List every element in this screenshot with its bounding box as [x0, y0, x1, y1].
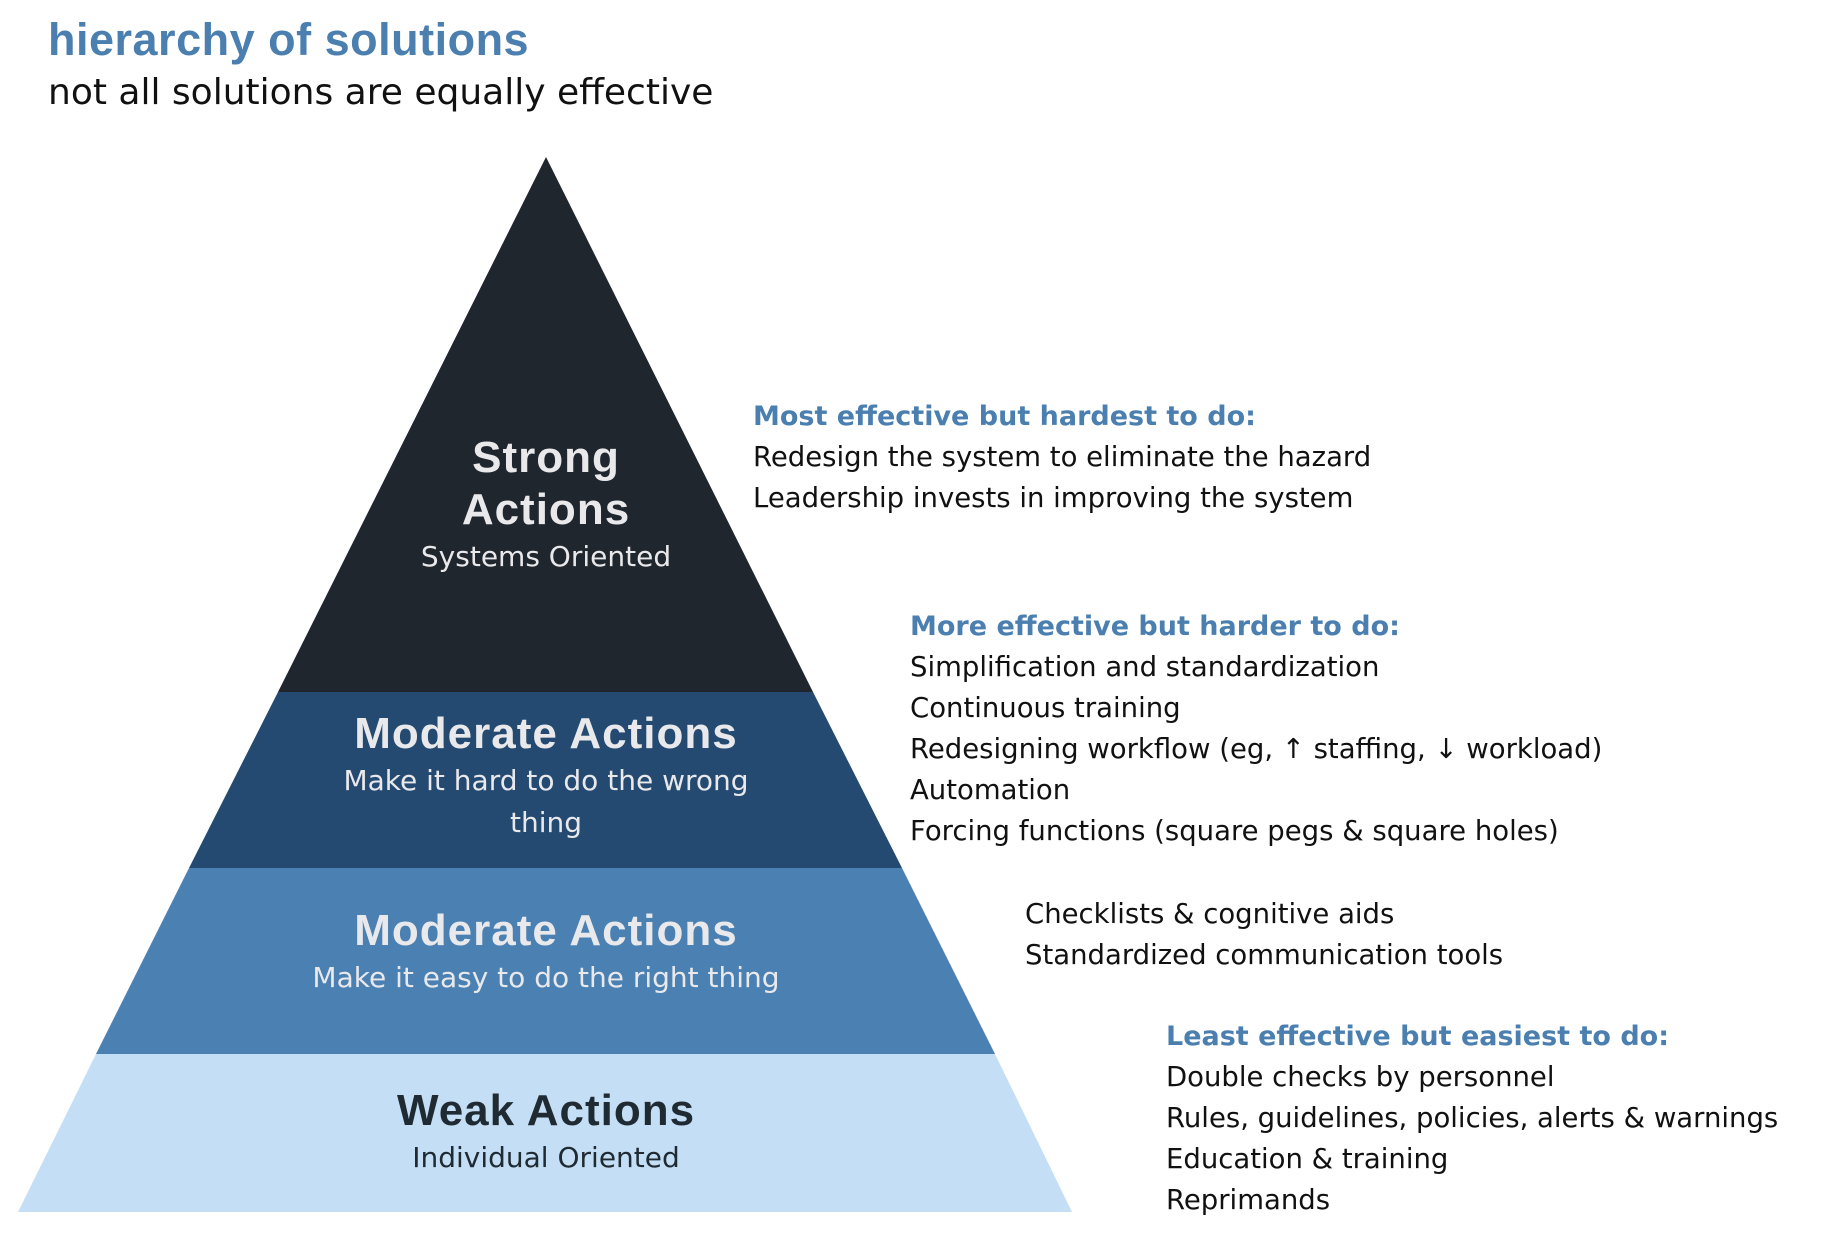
- tier-weak-label: Weak Actions Individual Oriented: [346, 1085, 746, 1179]
- annotation-item: Simplification and standardization: [910, 651, 1380, 683]
- tier-weak-subtitle: Individual Oriented: [412, 1141, 680, 1174]
- annotation-most-effective: Most effective but hardest to do: Redesi…: [753, 396, 1371, 519]
- tier-strong-subtitle: Systems Oriented: [420, 540, 672, 573]
- tier-moderate-hard-subtitle-line: Make it hard to do the wrong: [343, 764, 749, 797]
- annotation-item: Leadership invests in improving the syst…: [753, 482, 1354, 514]
- annotation-item: Redesign the system to eliminate the haz…: [753, 441, 1372, 473]
- annotation-item: Reprimands: [1166, 1184, 1331, 1216]
- page-title: hierarchy of solutions: [48, 14, 530, 65]
- annotation-item: Redesigning workflow (eg, ↑ staffing, ↓ …: [910, 733, 1603, 765]
- annotation-more-effective: More effective but harder to do: Simplif…: [910, 606, 1602, 852]
- tier-moderate-easy-subtitle: Make it easy to do the right thing: [312, 961, 780, 994]
- tier-weak-shape: [18, 1054, 1072, 1212]
- annotation-item: Continuous training: [910, 692, 1181, 724]
- tier-moderate-easy-heading: Moderate Actions: [354, 906, 738, 955]
- annotation-item: Education & training: [1166, 1143, 1449, 1175]
- tier-moderate-hard-label: Moderate Actions Make it hard to do the …: [296, 708, 796, 844]
- tier-strong-label: Strong Actions Systems Oriented: [346, 432, 746, 578]
- tier-weak-heading: Weak Actions: [396, 1086, 696, 1135]
- annotation-item: Checklists & cognitive aids: [1025, 898, 1395, 930]
- annotation-heading: More effective but harder to do:: [910, 611, 1400, 642]
- tier-strong-shape: [278, 157, 813, 692]
- annotation-item: Forcing functions (square pegs & square …: [910, 815, 1559, 847]
- tier-moderate-hard-subtitle-line: thing: [509, 806, 583, 839]
- tier-moderate-easy-label: Moderate Actions Make it easy to do the …: [246, 905, 846, 999]
- tier-moderate-easy-shape: [96, 868, 995, 1054]
- page-subtitle: not all solutions are equally effective: [48, 72, 714, 113]
- annotation-least-effective: Least effective but easiest to do: Doubl…: [1166, 1016, 1778, 1221]
- annotation-item: Rules, guidelines, policies, alerts & wa…: [1166, 1102, 1779, 1134]
- annotation-item: Automation: [910, 774, 1071, 806]
- annotation-heading: Least effective but easiest to do:: [1166, 1021, 1670, 1052]
- annotation-item: Double checks by personnel: [1166, 1061, 1555, 1093]
- tier-strong-heading-line: Strong: [472, 433, 620, 482]
- tier-moderate-hard-heading: Moderate Actions: [354, 709, 738, 758]
- annotation-moderate-easy: Checklists & cognitive aids Standardized…: [1025, 894, 1503, 976]
- tier-strong-heading-line: Actions: [461, 485, 631, 534]
- annotation-item: Standardized communication tools: [1025, 939, 1504, 971]
- tier-moderate-hard-shape: [189, 692, 902, 868]
- annotation-heading: Most effective but hardest to do:: [753, 401, 1256, 432]
